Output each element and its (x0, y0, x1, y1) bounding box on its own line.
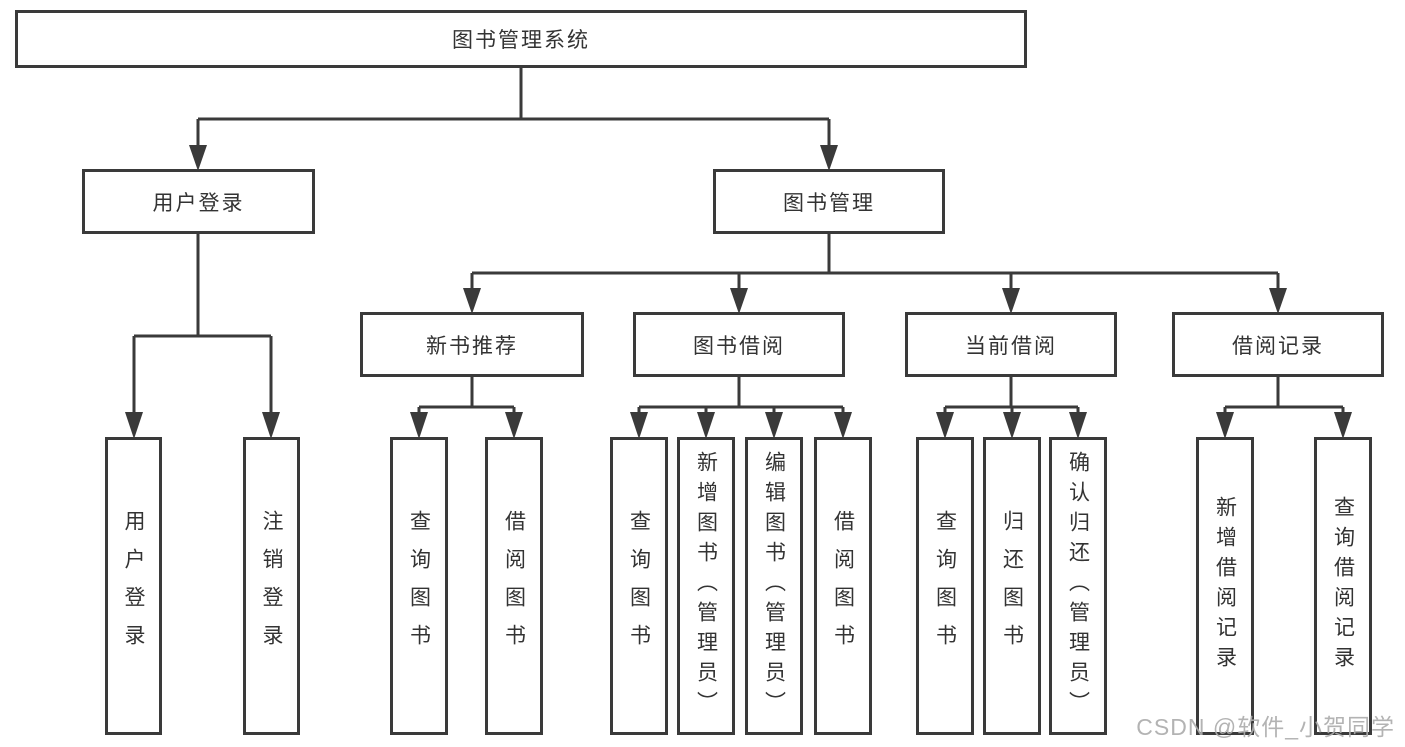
leaf-label: 借阅图书 (831, 510, 855, 662)
node-user-login: 用户登录 (82, 169, 315, 234)
leaf-label: 查询图书 (407, 510, 431, 662)
node-borrow-records: 借阅记录 (1172, 312, 1384, 377)
leaf-label: 新增借阅记录 (1213, 496, 1237, 676)
node-current-borrow: 当前借阅 (905, 312, 1117, 377)
node-book-borrow: 图书借阅 (633, 312, 845, 377)
leaf-label: 新增图书（管理员） (694, 451, 718, 721)
leaf-user-login: 用户登录 (105, 437, 162, 735)
csdn-watermark: CSDN @软件_小贺同学 (1136, 714, 1395, 740)
leaf-return-book: 归还图书 (983, 437, 1041, 735)
leaf-query-borrow-record: 查询借阅记录 (1314, 437, 1372, 735)
leaf-label: 查询借阅记录 (1331, 496, 1355, 676)
leaf-logout: 注销登录 (243, 437, 300, 735)
leaf-label: 查询图书 (627, 510, 651, 662)
leaf-borrow-book-1: 借阅图书 (485, 437, 543, 735)
node-label: 用户登录 (152, 191, 245, 215)
leaf-label: 确认归还（管理员） (1066, 451, 1090, 721)
node-label: 当前借阅 (965, 334, 1057, 358)
node-label: 图书管理 (783, 191, 875, 215)
leaf-confirm-return-admin: 确认归还（管理员） (1049, 437, 1107, 735)
leaf-add-borrow-record: 新增借阅记录 (1196, 437, 1254, 735)
leaf-query-book-1: 查询图书 (390, 437, 448, 735)
leaf-label: 用户登录 (122, 510, 145, 662)
leaf-label: 归还图书 (1000, 510, 1024, 662)
leaf-edit-book-admin: 编辑图书（管理员） (745, 437, 803, 735)
node-label: 新书推荐 (426, 334, 518, 358)
leaf-label: 编辑图书（管理员） (762, 451, 786, 721)
node-label: 图书借阅 (693, 334, 785, 358)
node-root-label: 图书管理系统 (452, 29, 590, 52)
node-book-management: 图书管理 (713, 169, 945, 234)
leaf-borrow-book-2: 借阅图书 (814, 437, 872, 735)
leaf-label: 注销登录 (260, 510, 283, 662)
node-root-system: 图书管理系统 (15, 10, 1027, 68)
node-new-book-recommend: 新书推荐 (360, 312, 584, 377)
leaf-query-book-3: 查询图书 (916, 437, 974, 735)
node-label: 借阅记录 (1232, 334, 1324, 358)
leaf-label: 借阅图书 (502, 510, 526, 662)
leaf-add-book-admin: 新增图书（管理员） (677, 437, 735, 735)
leaf-query-book-2: 查询图书 (610, 437, 668, 735)
leaf-label: 查询图书 (933, 510, 957, 662)
